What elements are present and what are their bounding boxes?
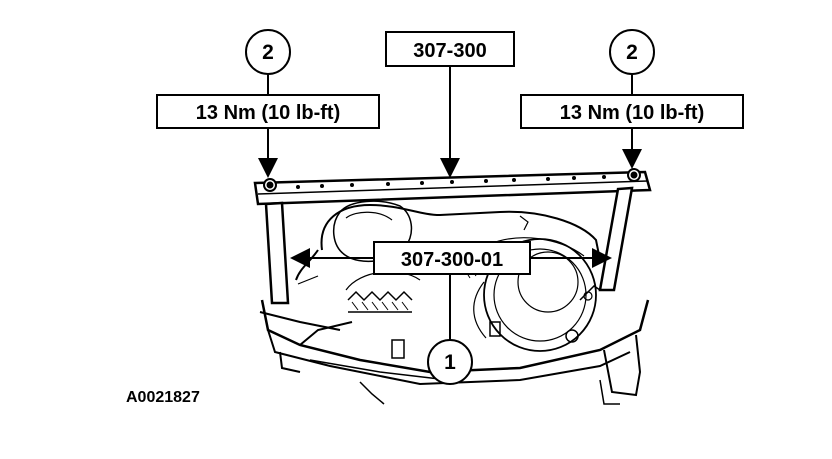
tool-307-300-01-label: 307-300-01 [373,241,531,275]
item-2-left-number: 2 [262,41,274,64]
tool-bar-holes [296,175,606,189]
torque-right-label: 13 Nm (10 lb-ft) [520,94,744,129]
item-2-right-number: 2 [626,41,638,64]
leader-lines [258,66,642,342]
figure-id: A0021827 [126,389,200,406]
tool-307-300-01-text: 307-300-01 [401,249,503,271]
item-2-left-callout: 2 [245,29,291,75]
tool-307-300-label: 307-300 [385,31,515,67]
tool-307-300-text: 307-300 [413,40,486,62]
transmission-case-illustration [259,200,650,405]
item-1-number: 1 [444,351,456,374]
item-1-callout: 1 [427,339,473,385]
item-2-right-callout: 2 [609,29,655,75]
tool-bar-bolts [263,168,641,192]
torque-left-text: 13 Nm (10 lb-ft) [196,102,340,124]
torque-right-text: 13 Nm (10 lb-ft) [560,102,704,124]
tool-bar-307-300 [253,170,652,206]
torque-left-label: 13 Nm (10 lb-ft) [156,94,380,129]
